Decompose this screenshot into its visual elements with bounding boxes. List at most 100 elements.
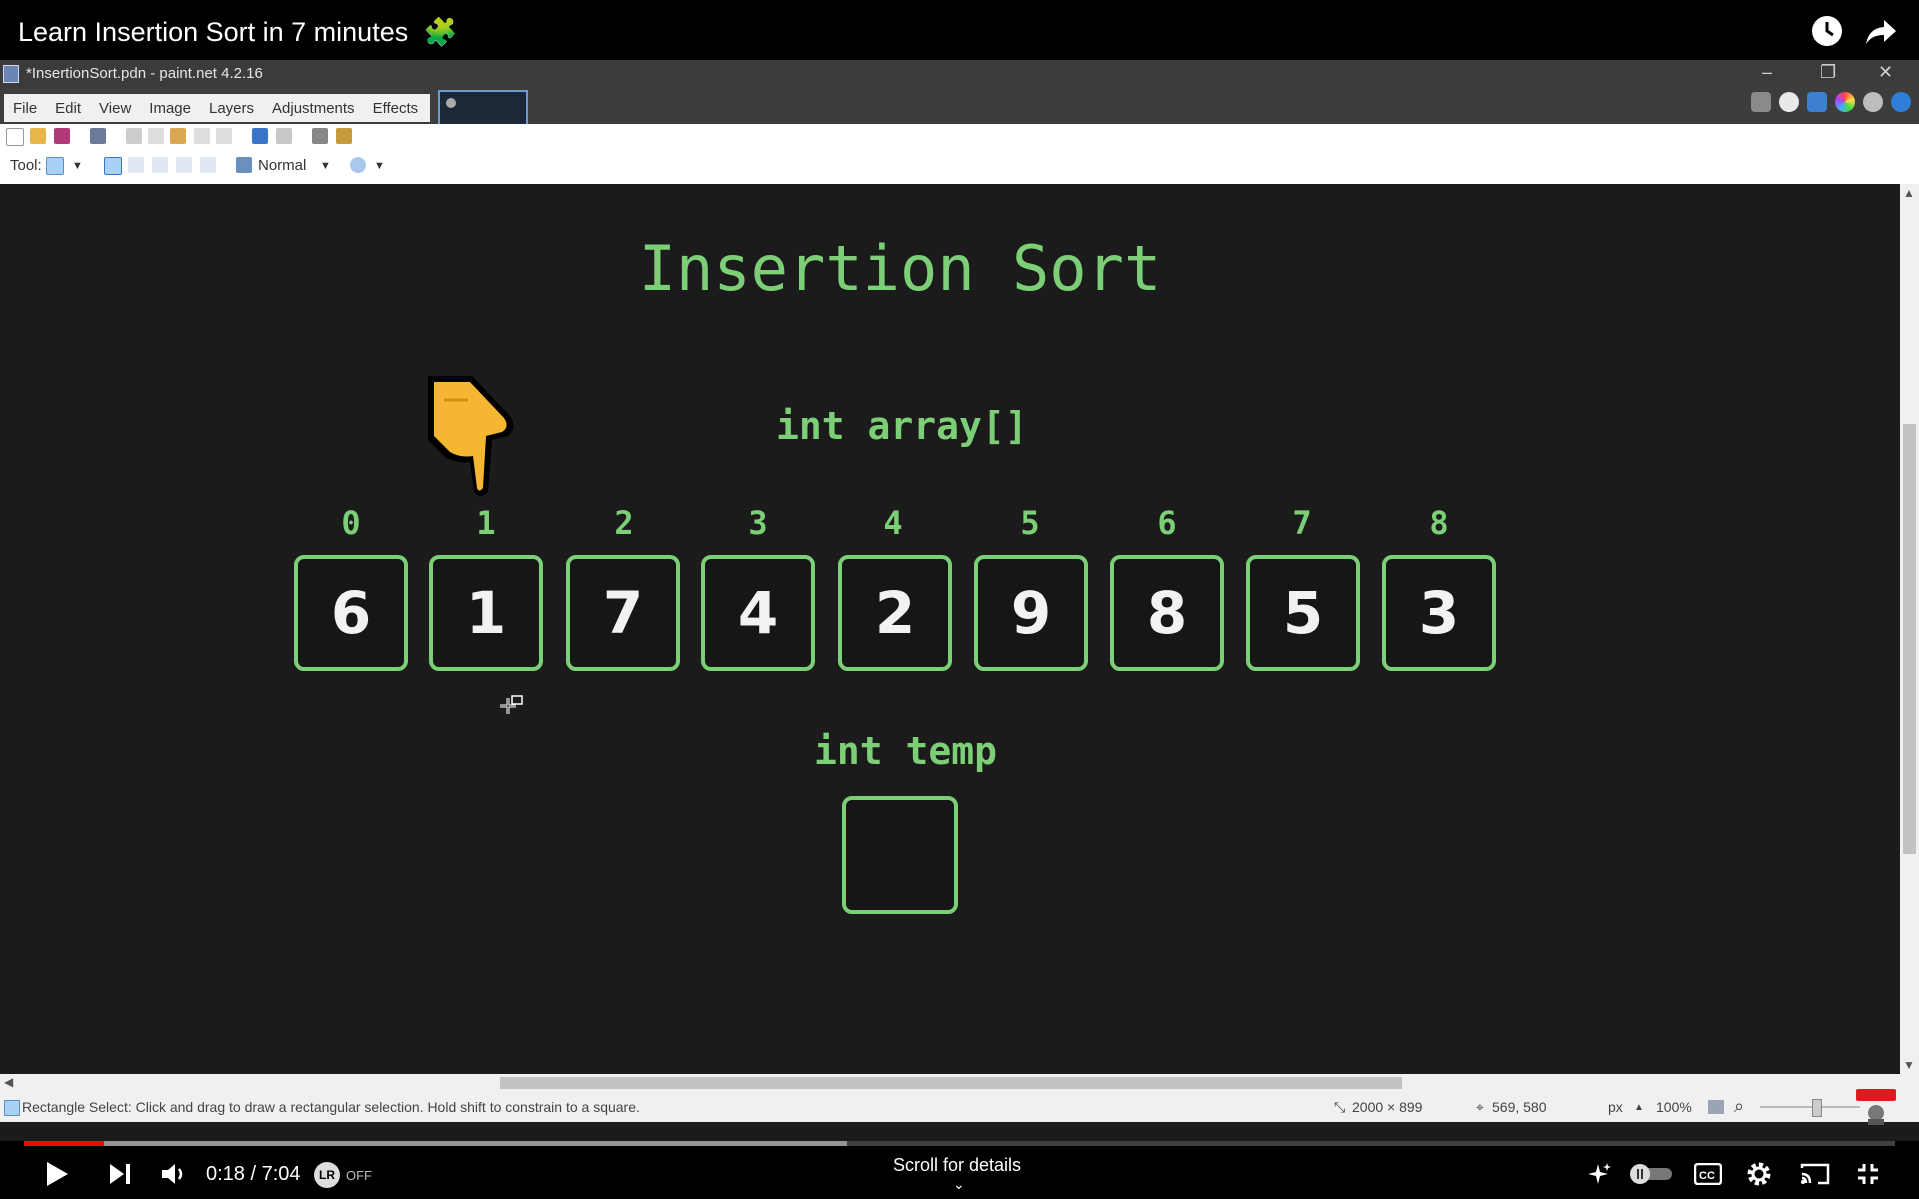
array-index: 7 [1292, 504, 1312, 542]
vertical-scroll-thumb[interactable] [1903, 424, 1916, 854]
scroll-down-icon[interactable]: ▼ [1903, 1058, 1915, 1072]
temp-cell [842, 796, 958, 914]
copy-icon[interactable] [148, 128, 164, 144]
colors-icon[interactable] [1835, 92, 1855, 112]
menu-adjustments[interactable]: Adjustments [272, 99, 355, 117]
array-index: 3 [748, 504, 768, 542]
autoplay-toggle-icon[interactable] [1630, 1164, 1674, 1189]
image-size-icon: ⤡ [1334, 1099, 1346, 1115]
undo-icon[interactable] [252, 128, 268, 144]
exit-fullscreen-icon[interactable] [1856, 1162, 1880, 1191]
minimize-icon[interactable]: – [1762, 62, 1773, 82]
blend-mode-icon [236, 157, 252, 173]
blend-mode-select[interactable]: Normal [258, 157, 307, 174]
deselect-icon[interactable] [216, 128, 232, 144]
tools-icon[interactable] [1751, 92, 1771, 112]
array-cell: 7 [566, 555, 680, 671]
horizontal-scrollbar[interactable]: ◀ [0, 1074, 1919, 1092]
menu-strip: File Edit View Image Layers Adjustments … [4, 94, 430, 122]
image-canvas[interactable]: Insertion Sort int array[] 0 1 2 3 4 5 6… [0, 184, 1900, 1074]
image-size: 2000 × 899 [1352, 1099, 1423, 1115]
sparkle-icon[interactable] [1588, 1162, 1612, 1191]
video-progress-bar[interactable] [24, 1141, 1895, 1146]
zoom-slider-handle[interactable] [1812, 1099, 1822, 1117]
unit-dropdown-icon[interactable]: ▲ [1634, 1102, 1644, 1113]
zoom-out-icon[interactable]: ⌕ [1734, 1096, 1745, 1116]
share-icon[interactable] [1864, 14, 1898, 48]
menu-view[interactable]: View [99, 99, 132, 117]
grid-icon[interactable] [312, 128, 328, 144]
menu-bar: File Edit View Image Layers Adjustments … [0, 88, 1919, 176]
video-title[interactable]: Learn Insertion Sort in 7 minutes 🧩 [18, 16, 457, 48]
menu-effects[interactable]: Effects [372, 99, 419, 117]
selection-replace-icon[interactable] [104, 157, 122, 175]
save-icon[interactable] [54, 128, 70, 144]
canvas-heading: Insertion Sort [638, 232, 1162, 305]
chevron-down-icon[interactable]: ⌄ [953, 1176, 965, 1192]
array-cell: 1 [429, 555, 543, 671]
antialias-dropdown-icon[interactable]: ▼ [374, 160, 385, 172]
antialiasing-icon[interactable] [350, 157, 366, 173]
video-top-bar: Learn Insertion Sort in 7 minutes 🧩 [0, 0, 1919, 60]
menu-edit[interactable]: Edit [55, 99, 82, 117]
scroll-for-details[interactable]: Scroll for details [893, 1155, 1022, 1175]
watch-later-icon[interactable] [1810, 14, 1844, 48]
captions-icon[interactable]: CC [1693, 1162, 1723, 1190]
buffered-bar [24, 1141, 848, 1146]
array-cell: 8 [1110, 555, 1224, 671]
open-file-icon[interactable] [30, 128, 46, 144]
array-cell: 6 [294, 555, 408, 671]
print-icon[interactable] [90, 128, 106, 144]
crop-icon[interactable] [194, 128, 210, 144]
restore-icon[interactable]: ❐ [1820, 62, 1837, 82]
move-selection-cursor-icon [496, 694, 524, 718]
played-bar [24, 1141, 105, 1146]
ruler-icon[interactable] [336, 128, 352, 144]
menu-image[interactable]: Image [149, 99, 191, 117]
zoom-level[interactable]: 100% [1656, 1099, 1692, 1115]
zoom-slider-track[interactable] [1760, 1106, 1860, 1108]
array-cell: 9 [974, 555, 1088, 671]
tool-dropdown-icon[interactable]: ▼ [72, 160, 83, 172]
unit-select[interactable]: px [1608, 1099, 1623, 1115]
menu-layers[interactable]: Layers [208, 99, 255, 117]
array-index: 1 [476, 504, 496, 542]
subscribe-watermark[interactable] [1856, 1089, 1896, 1125]
help-icon[interactable] [1891, 92, 1911, 112]
paste-icon[interactable] [170, 128, 186, 144]
cut-icon[interactable] [126, 128, 142, 144]
cast-icon[interactable] [1800, 1162, 1830, 1191]
video-title-text: Learn Insertion Sort in 7 minutes [18, 17, 409, 47]
play-icon[interactable] [44, 1160, 70, 1193]
horizontal-scroll-thumb[interactable] [500, 1077, 1402, 1089]
selection-union-icon[interactable] [128, 157, 144, 173]
settings-icon[interactable] [1746, 1161, 1772, 1192]
array-cell: 4 [701, 555, 815, 671]
redo-icon[interactable] [276, 128, 292, 144]
menu-file[interactable]: File [13, 99, 38, 117]
next-icon[interactable] [108, 1162, 132, 1191]
settings-gear-icon[interactable] [1863, 92, 1883, 112]
selection-xor-icon[interactable] [200, 157, 216, 173]
new-file-icon[interactable] [6, 128, 24, 146]
scroll-left-icon[interactable]: ◀ [4, 1075, 14, 1089]
window-title: *InsertionSort.pdn - paint.net 4.2.16 [26, 65, 263, 82]
temp-label: int temp [814, 729, 998, 773]
rectangle-select-icon[interactable] [46, 157, 64, 175]
layers-icon[interactable] [1807, 92, 1827, 112]
selection-exclude-icon[interactable] [152, 157, 168, 173]
language-reactor-badge[interactable]: LR [314, 1162, 340, 1188]
status-tool-icon [4, 1100, 20, 1116]
blend-dropdown-icon[interactable]: ▼ [320, 160, 331, 172]
time-display: 0:18 / 7:04 [206, 1163, 301, 1185]
cursor-position: 569, 580 [1492, 1099, 1547, 1115]
zoom-fit-icon[interactable] [1708, 1100, 1724, 1114]
thumbnail-close-dot[interactable] [446, 98, 456, 108]
selection-intersect-icon[interactable] [176, 157, 192, 173]
history-icon[interactable] [1779, 92, 1799, 112]
array-cell: 5 [1246, 555, 1360, 671]
volume-icon[interactable] [160, 1161, 188, 1192]
scroll-up-icon[interactable]: ▲ [1903, 186, 1915, 200]
vertical-scrollbar[interactable]: ▲ ▼ [1900, 184, 1919, 1074]
close-icon[interactable]: ✕ [1878, 62, 1894, 82]
